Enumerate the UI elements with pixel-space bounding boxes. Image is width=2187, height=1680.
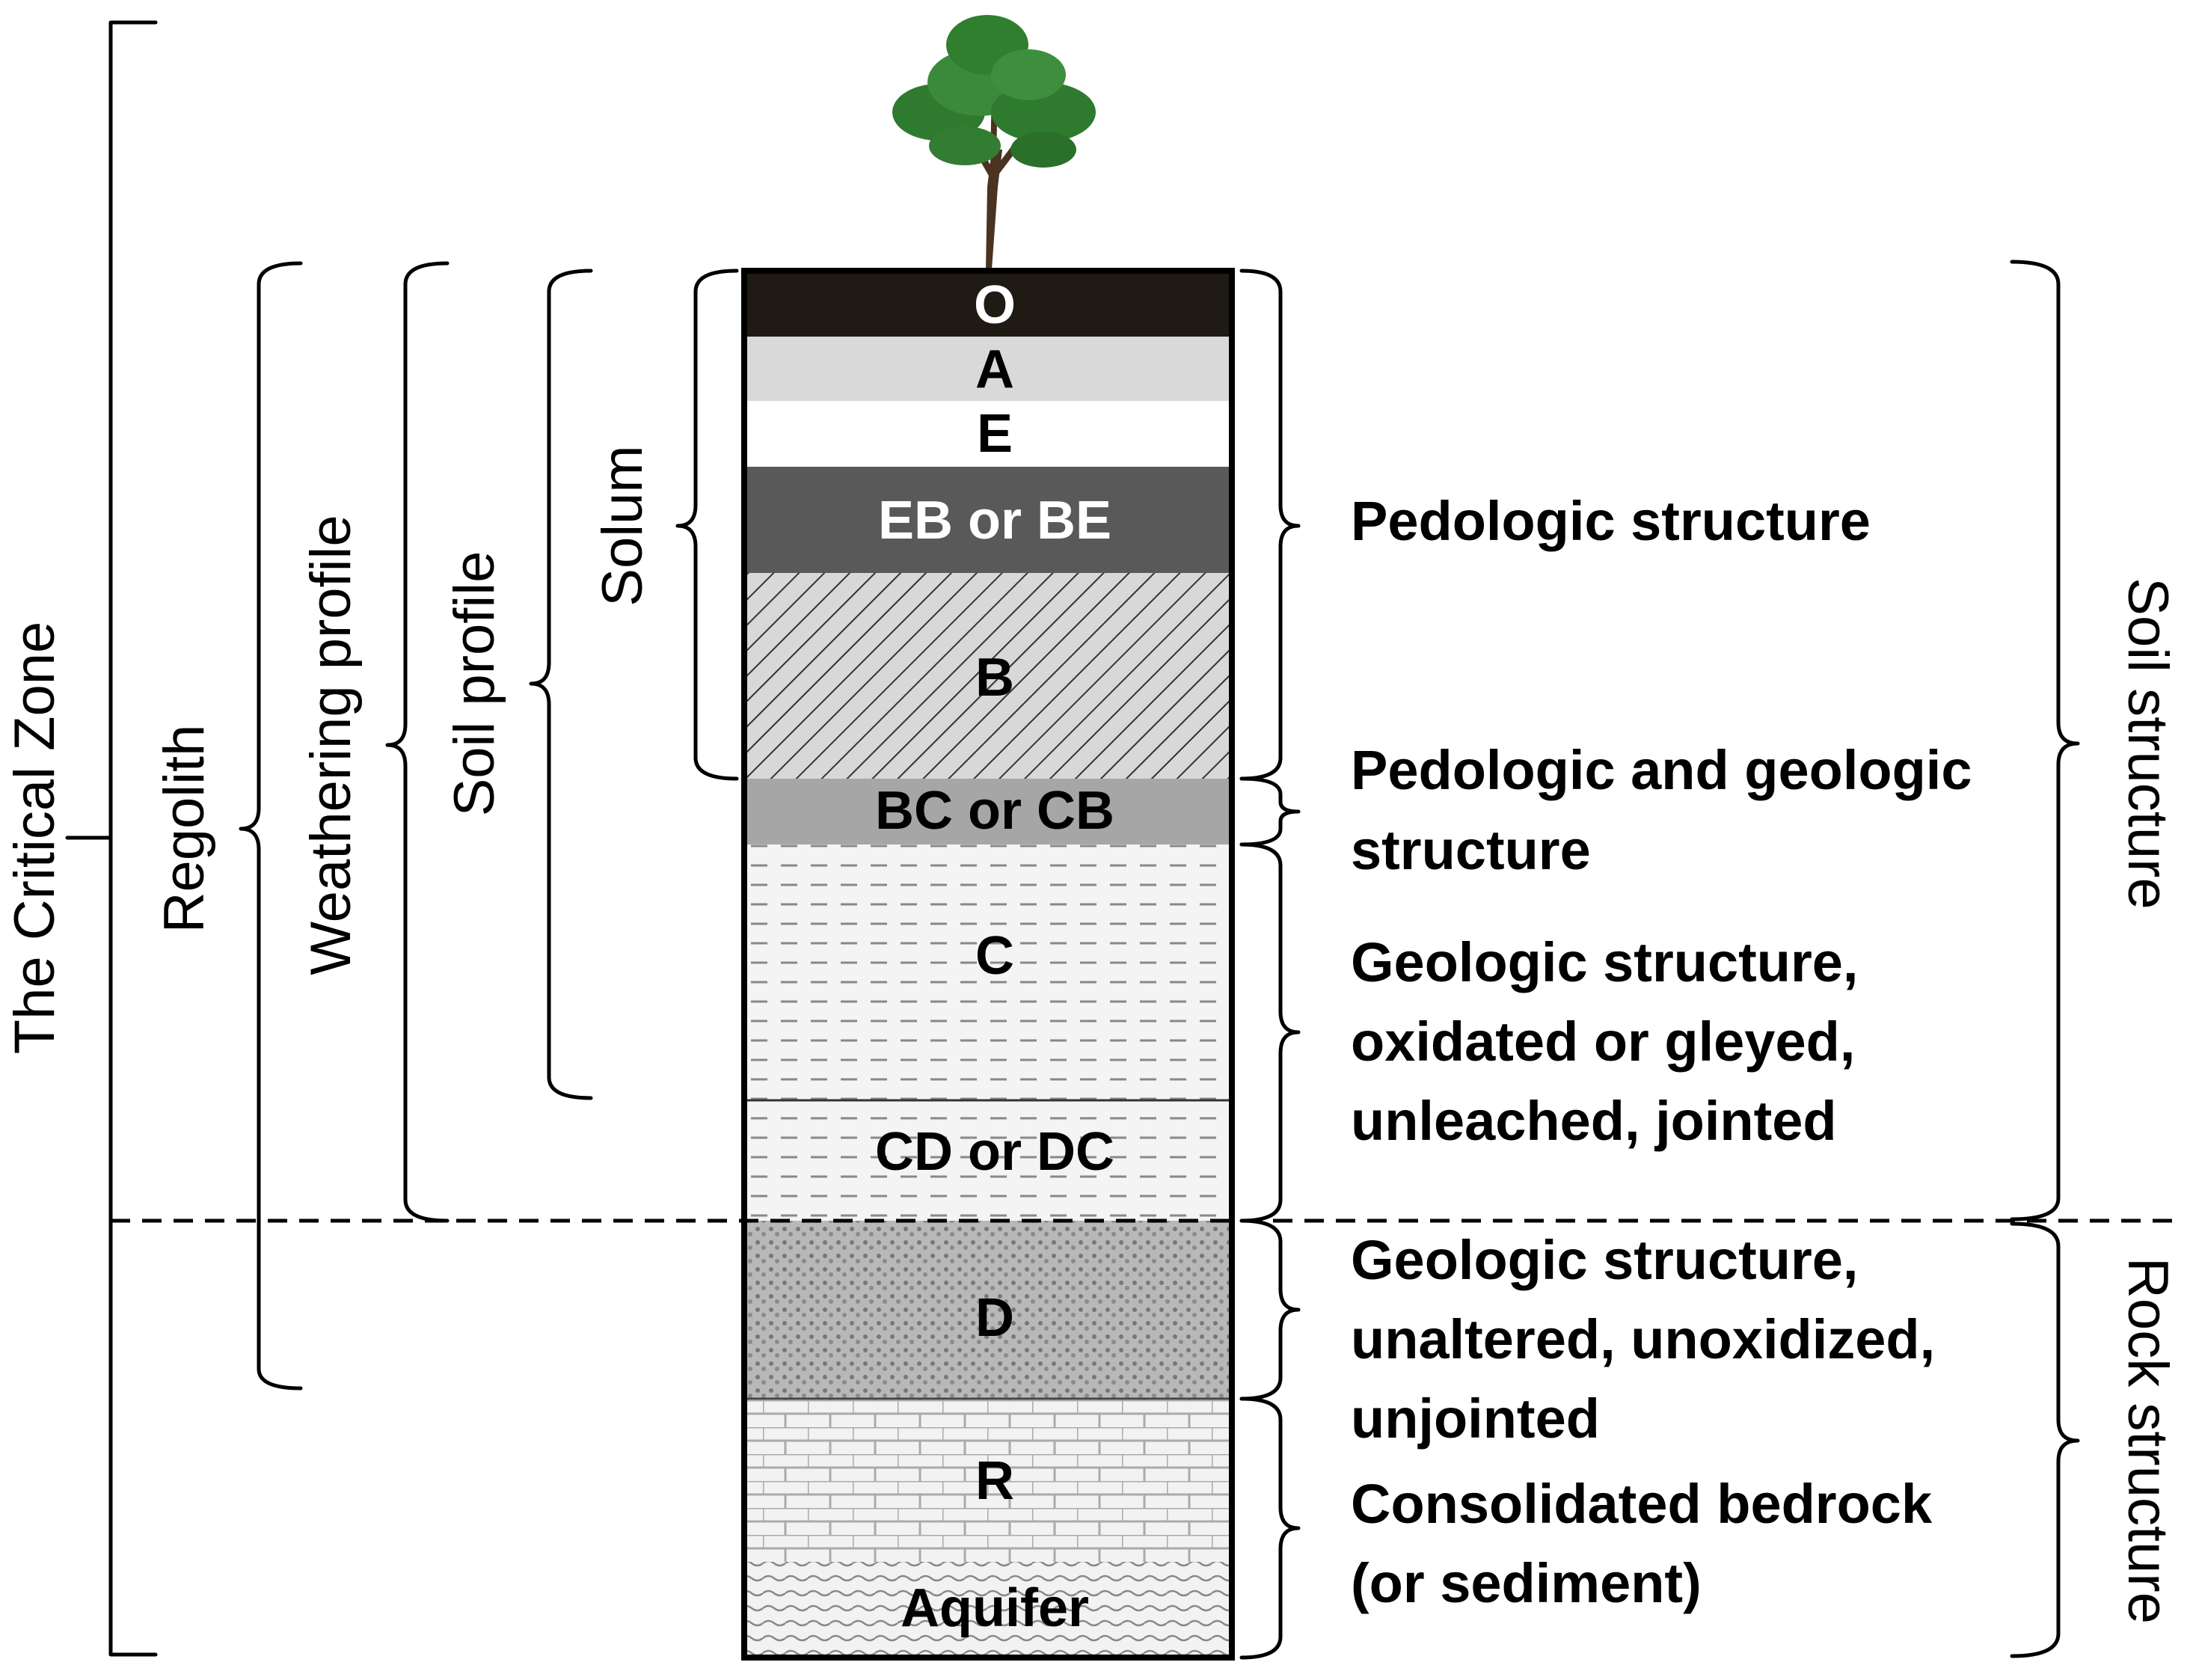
tree-icon <box>892 15 1096 269</box>
geologic-oxidated-text-3: unleached, jointed <box>1351 1090 1837 1152</box>
layer-label-eb-be: EB or BE <box>878 491 1111 551</box>
bedrock-text-1: Consolidated bedrock <box>1351 1473 1933 1535</box>
layer-c <box>744 844 1232 1100</box>
regolith-label: Regolith <box>153 725 216 933</box>
geologic-oxidated-brace <box>1239 842 1301 1223</box>
layer-label-r: R <box>975 1451 1014 1511</box>
layer-aquifer <box>744 1562 1232 1658</box>
rock-structure-brace <box>2010 1221 2080 1658</box>
weathering-profile-brace <box>385 261 450 1223</box>
pedologic-brace <box>1239 269 1301 781</box>
weathering-profile-label: Weathering profile <box>299 515 363 975</box>
rock-structure-label: Rock structure <box>2116 1257 2180 1624</box>
layer-eb-be <box>744 467 1232 573</box>
critical-zone-brace <box>65 20 158 1657</box>
geologic-unaltered-text-3: unjointed <box>1351 1388 1600 1450</box>
soil-profile-label: Soil profile <box>443 551 506 817</box>
layer-label-aquifer: Aquifer <box>901 1578 1089 1638</box>
layer-bc-cb <box>744 779 1232 844</box>
layer-label-o: O <box>974 275 1016 335</box>
soil-structure-label: Soil structure <box>2116 577 2180 910</box>
geologic-oxidated-text-1: Geologic structure, <box>1351 931 1858 993</box>
geologic-unaltered-brace <box>1239 1218 1301 1401</box>
geologic-unaltered-text-2: unaltered, unoxidized, <box>1351 1308 1935 1370</box>
layer-label-e: E <box>977 404 1013 464</box>
regolith-brace <box>239 261 303 1391</box>
pedologic-geologic-text-1: Pedologic and geologic <box>1351 739 1972 801</box>
pedologic-geologic-text-2: structure <box>1351 819 1591 881</box>
layer-r <box>744 1399 1232 1562</box>
soil-structure-brace <box>2010 260 2080 1221</box>
geologic-unaltered-text-1: Geologic structure, <box>1351 1229 1858 1291</box>
layer-label-c: C <box>975 926 1014 986</box>
layer-label-d: D <box>975 1288 1014 1348</box>
pedologic-geologic-brace <box>1239 776 1301 847</box>
layer-label-b: B <box>975 648 1014 708</box>
geologic-oxidated-text-2: oxidated or gleyed, <box>1351 1011 1855 1073</box>
critical-zone-label: The Critical Zone <box>3 622 67 1055</box>
layer-e <box>744 401 1232 467</box>
pedologic-structure-text: Pedologic structure <box>1351 490 1871 552</box>
layer-cd-dc <box>744 1100 1232 1221</box>
layer-label-a: A <box>975 340 1014 399</box>
bedrock-brace <box>1239 1397 1301 1660</box>
layer-b <box>744 573 1232 779</box>
solum-label: Solum <box>591 445 654 606</box>
bedrock-text-2: (or sediment) <box>1351 1552 1702 1614</box>
layer-o <box>744 271 1232 337</box>
layer-label-bc-cb: BC or CB <box>875 781 1114 841</box>
layer-label-cd-dc: CD or DC <box>875 1122 1114 1182</box>
soil-column <box>741 268 1235 1661</box>
solum-brace <box>675 269 739 781</box>
layer-a <box>744 337 1232 401</box>
soil-profile-brace <box>529 269 593 1100</box>
layer-d <box>744 1221 1232 1399</box>
